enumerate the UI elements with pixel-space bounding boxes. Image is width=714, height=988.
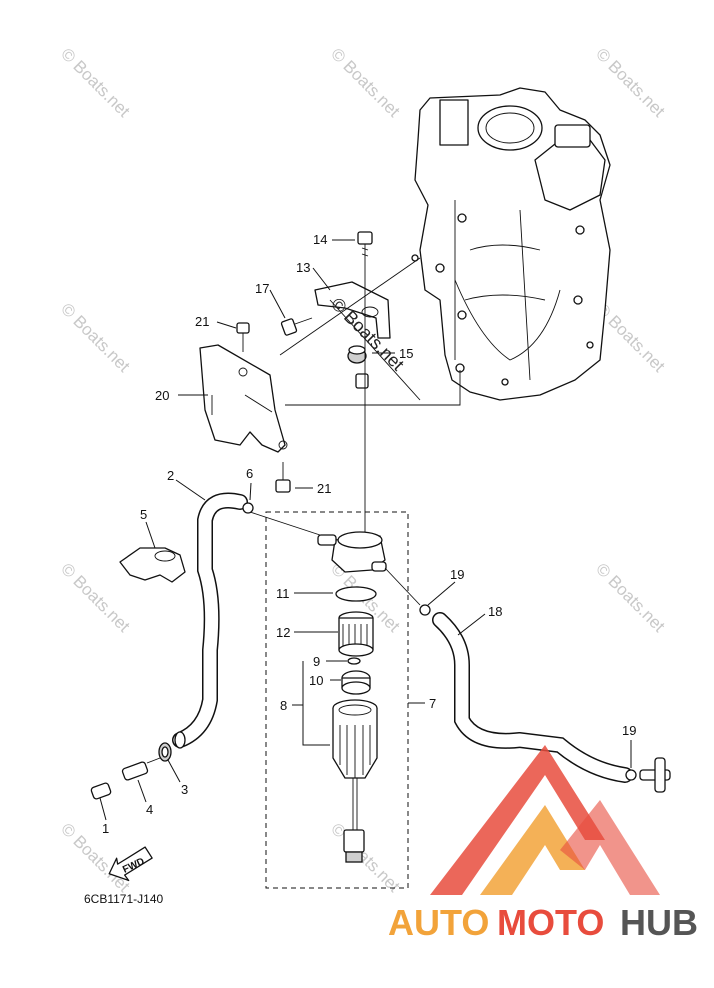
filter-element-12	[338, 611, 374, 657]
tee-joint	[639, 757, 671, 793]
ring-9	[347, 657, 361, 665]
filter-cup-8	[332, 699, 378, 863]
intake-manifold	[411, 87, 611, 401]
clip-3	[158, 742, 172, 762]
bolt-14	[357, 231, 373, 262]
callout-5: 5	[140, 507, 147, 522]
holder-5	[119, 547, 186, 583]
callout-21-top: 21	[195, 314, 209, 329]
brand-auto: AUTO	[388, 902, 489, 943]
brand-hub: HUB	[620, 902, 698, 943]
callout-12: 12	[276, 625, 290, 640]
callout-2: 2	[167, 468, 174, 483]
clip-19-tee	[625, 769, 637, 781]
assembly-lines	[249, 257, 461, 540]
callout-19-tee: 19	[622, 723, 636, 738]
watermark-4: © Boats.net	[57, 299, 134, 376]
watermark-10: © Boats.net	[327, 819, 404, 896]
watermark-8: © Boats.net	[592, 559, 669, 636]
callout-7: 7	[429, 696, 436, 711]
callout-19-filter: 19	[450, 567, 464, 582]
callouts: 14 13 17 21 15 20 21 6 2 5 11 12 9 10 8 …	[102, 232, 636, 836]
hose-18	[432, 612, 633, 783]
filter-assembly-box	[265, 511, 409, 889]
fwd-arrow: FWD	[108, 846, 153, 882]
plate-20	[199, 344, 288, 453]
clip-6	[242, 502, 254, 514]
bolt-21-bottom	[275, 462, 291, 493]
bolt-17	[280, 317, 313, 336]
callout-9: 9	[313, 654, 320, 669]
callout-6: 6	[246, 466, 253, 481]
watermark-6: © Boats.net	[57, 559, 134, 636]
float-10	[341, 670, 371, 695]
bracket-13	[314, 281, 391, 339]
callout-15: 15	[399, 346, 413, 361]
callout-21-bottom: 21	[317, 481, 331, 496]
watermark-2: © Boats.net	[327, 44, 404, 121]
union-4	[121, 757, 161, 781]
diagram-code: 6CB1171-J140	[84, 892, 163, 906]
plug-1	[90, 782, 112, 800]
brand-moto: MOTO	[497, 902, 604, 943]
hose-2	[172, 492, 248, 749]
watermark-3: © Boats.net	[592, 44, 669, 121]
callout-8: 8	[280, 698, 287, 713]
callout-13: 13	[296, 260, 310, 275]
callout-14: 14	[313, 232, 327, 247]
callout-17: 17	[255, 281, 269, 296]
callout-3: 3	[181, 782, 188, 797]
callout-20: 20	[155, 388, 169, 403]
automotohub-logo: AUTO MOTO HUB	[388, 745, 698, 943]
watermark-1: © Boats.net	[57, 44, 134, 121]
callout-11: 11	[276, 586, 290, 601]
callout-1: 1	[102, 821, 109, 836]
watermark-9: © Boats.net	[57, 819, 134, 896]
callout-leaders	[99, 239, 632, 821]
bolt-21-top	[236, 322, 250, 352]
callout-4: 4	[146, 802, 153, 817]
filter-head	[317, 531, 421, 606]
clip-19-filter	[419, 604, 431, 616]
o-ring-11	[335, 586, 377, 602]
callout-10: 10	[309, 673, 323, 688]
callout-18: 18	[488, 604, 502, 619]
